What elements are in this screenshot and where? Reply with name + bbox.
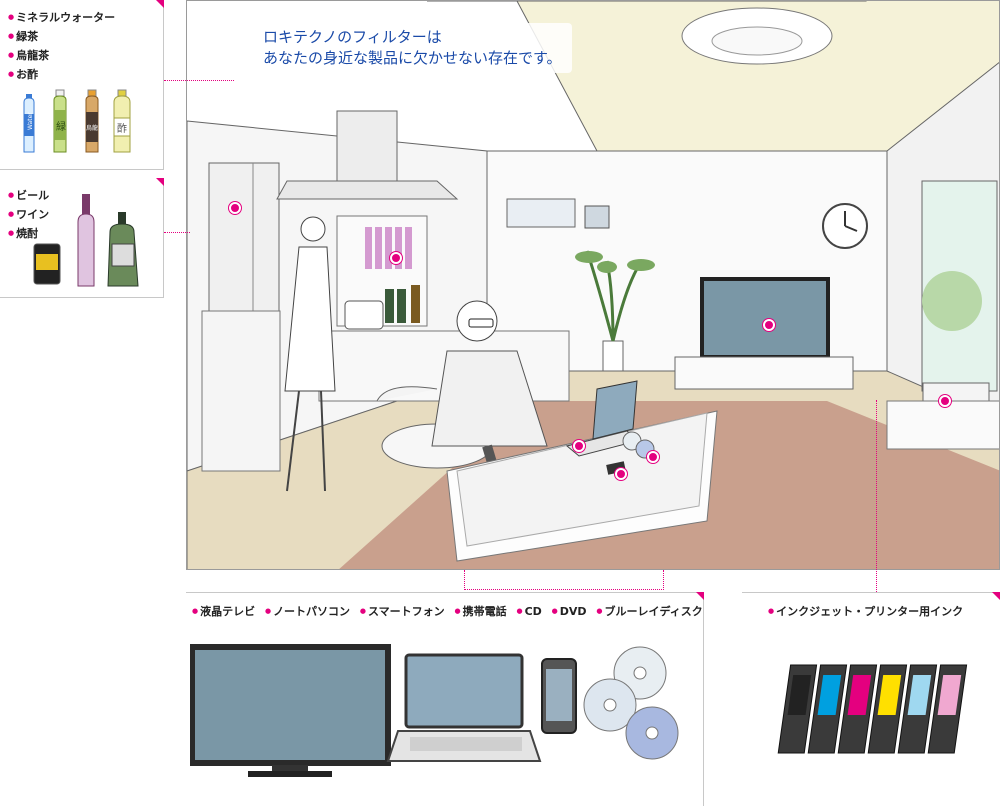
beer-can-icon: [33, 243, 61, 285]
tv-icon: [190, 644, 391, 777]
ink-caption: ●インクジェット・プリンター用インク: [768, 605, 964, 618]
corner-mark: [156, 178, 164, 186]
list-item: 焼酎: [8, 224, 49, 243]
list-item: ミネラルウォーター: [8, 8, 115, 27]
panel-alcohol: ビール ワイン 焼酎: [0, 178, 164, 298]
caption-item: スマートフォン: [368, 605, 445, 618]
beverage-list: ミネラルウォーター 緑茶 烏龍茶 お酢: [8, 8, 115, 84]
beverage-bottles-illustration: Water 緑 烏龍 酢: [23, 89, 131, 153]
list-item: 烏龍茶: [8, 46, 115, 65]
shelf-bottles: [365, 227, 420, 323]
leader-line: [464, 570, 664, 590]
alcohol-bottles-illustration: [33, 194, 139, 287]
leader-line: [876, 400, 877, 592]
caption-item: ブルーレイディスク: [604, 605, 703, 618]
list-item: お酢: [8, 65, 115, 84]
caption-item: 携帯電話: [462, 605, 507, 618]
oolong-bottle-icon: [85, 89, 99, 153]
caption-item: 液晶テレビ: [200, 605, 256, 618]
headline: ロキテクノのフィルターは あなたの身近な製品に欠かせない存在です。: [253, 23, 572, 73]
list-item: ワイン: [8, 205, 49, 224]
oolong-label: 烏龍: [86, 124, 98, 132]
tea-label: 緑: [56, 120, 66, 133]
list-item: ビール: [8, 186, 49, 205]
hotspot-printer[interactable]: [939, 395, 951, 407]
wine-bottle-icon: [77, 194, 95, 287]
corner-mark: [696, 592, 704, 600]
smartphone-icon: [541, 658, 577, 734]
headline-line1: ロキテクノのフィルターは: [263, 28, 442, 46]
caption-item: インクジェット・プリンター用インク: [776, 605, 964, 618]
hotspot-disc[interactable]: [647, 451, 659, 463]
water-label: Water: [27, 112, 34, 130]
corner-mark: [156, 0, 164, 8]
leader-line: [164, 80, 234, 81]
vinegar-label: 酢: [117, 122, 127, 135]
corner-mark: [992, 592, 1000, 600]
leader-line: [164, 232, 190, 233]
ink-cartridge-icon: [777, 664, 968, 754]
hotspot-laptop[interactable]: [573, 440, 585, 452]
hotspot-refrigerator[interactable]: [229, 202, 241, 214]
laptop-icon: [386, 653, 542, 762]
headline-line2: あなたの身近な製品に欠かせない存在です。: [263, 49, 562, 67]
hotspot-shelf-bottles[interactable]: [390, 252, 402, 264]
room-illustration: [187, 1, 999, 569]
electronics-caption: ●液晶テレビ ●ノートパソコン ●スマートフォン ●携帯電話 ●CD ●DVD …: [192, 605, 703, 618]
green-tea-bottle-icon: [53, 89, 67, 153]
woman-figure: [284, 216, 336, 492]
panel-electronics: ●液晶テレビ ●ノートパソコン ●スマートフォン ●携帯電話 ●CD ●DVD …: [186, 592, 704, 806]
list-item: 緑茶: [8, 27, 115, 46]
room-scene: ロキテクノのフィルターは あなたの身近な製品に欠かせない存在です。: [186, 0, 1000, 570]
panel-ink: ●インクジェット・プリンター用インク: [742, 592, 1000, 806]
shochu-bottle-icon: [107, 212, 139, 287]
alcohol-list: ビール ワイン 焼酎: [8, 186, 49, 243]
caption-item: DVD: [559, 605, 587, 618]
panel-beverages: ミネラルウォーター 緑茶 烏龍茶 お酢 Water 緑 烏龍: [0, 0, 164, 170]
water-bottle-icon: [23, 94, 35, 153]
disc-icon: [583, 646, 679, 760]
vinegar-bottle-icon: [113, 89, 131, 153]
caption-item: CD: [524, 605, 542, 618]
caption-item: ノートパソコン: [273, 605, 351, 618]
hotspot-phone[interactable]: [615, 468, 627, 480]
plant: [575, 250, 655, 372]
electronics-illustration: [190, 644, 679, 777]
hotspot-tv[interactable]: [763, 319, 775, 331]
